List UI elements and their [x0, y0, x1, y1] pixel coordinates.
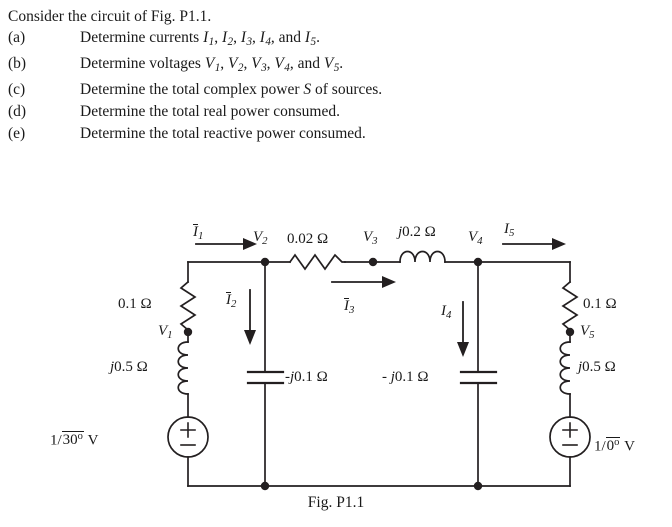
problem-item-b: (b) Determine voltages V1, V2, V3, V4, a… [8, 53, 648, 79]
current-arrow-i4-head [457, 342, 469, 357]
label-voltage-v4: V4 [468, 229, 483, 248]
label-resistor-right: 0.1 Ω [583, 296, 617, 312]
label-voltage-v3: V3 [363, 229, 378, 248]
label-source-right: 1/0o V [594, 437, 636, 455]
problem-item-b-text: Determine voltages V1, V2, V3, V4, and V… [80, 55, 344, 75]
node-dot-v5 [565, 327, 575, 337]
problem-item-e: (e) Determine the total reactive power c… [8, 123, 648, 145]
current-arrow-i3-head [382, 276, 396, 288]
label-capacitor-right: - j0.1 Ω [382, 369, 429, 385]
node-dot-v3 [368, 257, 378, 267]
current-arrow-i1-head [243, 238, 257, 250]
problem-item-c-label: (c) [8, 81, 26, 99]
label-inductor-left: j0.5 Ω [110, 359, 148, 375]
node-dot-v2 [260, 257, 270, 267]
problem-item-d: (d) Determine the total real power consu… [8, 101, 648, 123]
label-voltage-v1: V1 [158, 323, 173, 342]
problem-item-e-text: Determine the total reactive power consu… [80, 125, 366, 143]
node-dot-v4 [473, 257, 483, 267]
label-current-i2: I2 [226, 292, 237, 311]
label-capacitor-left: -j0.1 Ω [285, 369, 328, 385]
resistor-top-0p02 [288, 253, 346, 271]
problem-item-e-label: (e) [8, 125, 26, 143]
circuit-figure: I1 I2 I3 I4 I5 V1 V2 V3 V4 V5 0.1 Ω j0.5… [0, 200, 672, 527]
problem-statement: Consider the circuit of Fig. P1.1. (a) D… [8, 6, 648, 145]
label-voltage-v5: V5 [580, 323, 595, 342]
inductor-right-j0p5 [559, 341, 571, 395]
inductor-left-j0p5 [177, 341, 189, 395]
figure-caption: Fig. P1.1 [307, 494, 365, 511]
label-current-i3: I3 [344, 298, 355, 317]
resistor-right-0p1 [561, 280, 579, 333]
problem-item-d-text: Determine the total real power consumed. [80, 103, 340, 121]
label-inductor-top: j0.2 Ω [398, 224, 436, 240]
problem-intro: Consider the circuit of Fig. P1.1. [8, 8, 212, 25]
problem-item-c-text: Determine the total complex power S of s… [80, 81, 383, 99]
source-right-plus-icon [562, 422, 578, 438]
node-dot-bottom-left [260, 481, 270, 491]
label-source-left: 1/30o V [50, 431, 99, 449]
problem-item-a: (a) Determine currents I1, I2, I3, I4, a… [8, 27, 648, 53]
problem-item-b-label: (b) [8, 55, 27, 73]
label-current-i5: I5 [504, 221, 515, 240]
problem-item-d-label: (d) [8, 103, 27, 121]
problem-item-a-label: (a) [8, 29, 26, 46]
resistor-left-0p1 [179, 280, 197, 333]
label-resistor-left: 0.1 Ω [118, 296, 152, 312]
current-arrow-i5-head [552, 238, 566, 250]
circuit-schematic [167, 238, 591, 491]
problem-item-a-text: Determine currents I1, I2, I3, I4, and I… [80, 29, 320, 49]
label-current-i1: I1 [193, 224, 204, 243]
label-voltage-v2: V2 [253, 229, 268, 248]
node-dot-v1 [183, 327, 193, 337]
node-dot-bottom-right [473, 481, 483, 491]
inductor-top-j0p2 [399, 250, 446, 263]
label-current-i4: I4 [441, 303, 452, 322]
label-resistor-top: 0.02 Ω [287, 231, 329, 247]
problem-item-c: (c) Determine the total complex power S … [8, 79, 648, 101]
source-left-plus-icon [180, 422, 196, 438]
current-arrow-i2-head [244, 330, 256, 345]
label-inductor-right: j0.5 Ω [578, 359, 616, 375]
